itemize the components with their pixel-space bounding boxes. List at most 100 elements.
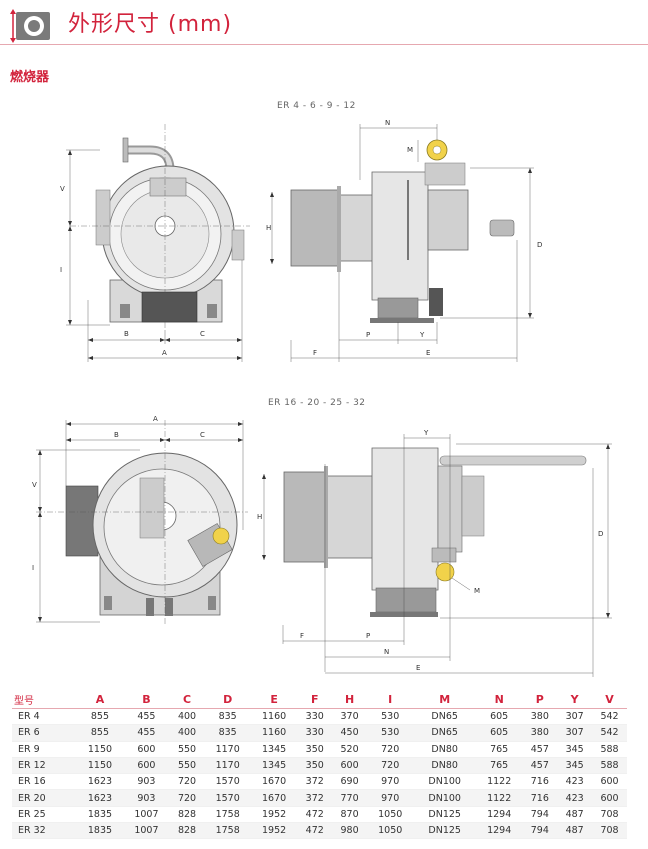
table-cell: 1122	[475, 789, 523, 807]
table-cell: 690	[332, 773, 367, 791]
table-cell: 542	[592, 724, 627, 742]
table-cell: 600	[592, 773, 627, 791]
table-cell: 903	[123, 789, 170, 807]
table-cell: 855	[76, 708, 124, 726]
dim-label-v-small: V	[60, 185, 65, 193]
table-cell: 307	[557, 724, 593, 742]
table-cell: 588	[592, 757, 627, 775]
table-cell: 472	[297, 806, 333, 824]
dim-label-h-large: H	[257, 513, 262, 521]
table-cell: 1835	[76, 806, 124, 824]
table-cell: 835	[204, 708, 251, 726]
table-cell: 980	[332, 822, 367, 840]
model-cell: ER 25	[12, 806, 77, 824]
dim-label-n-large: N	[384, 648, 389, 656]
table-cell: 1294	[475, 822, 523, 840]
dim-label-e-large: E	[416, 664, 420, 672]
model-cell: ER 32	[12, 822, 77, 840]
table-cell: 720	[169, 789, 205, 807]
table-cell: 455	[123, 724, 170, 742]
table-cell: 455	[123, 708, 170, 726]
table-header-cell: 型号	[12, 691, 77, 709]
table-cell: 720	[366, 757, 414, 775]
table-cell: 794	[522, 806, 558, 824]
table-cell: 1170	[204, 741, 251, 758]
burner-drawing-small: V I B C A H F P Y E N M D	[60, 119, 542, 362]
table-cell: 794	[522, 822, 558, 840]
table-cell: 716	[522, 773, 558, 791]
table-header-cell: H	[332, 691, 367, 709]
table-cell: 550	[169, 741, 205, 758]
table-cell: 400	[169, 724, 205, 742]
table-cell: 1758	[204, 822, 251, 840]
table-cell: 765	[475, 757, 523, 775]
table-header-cell: C	[169, 691, 205, 709]
table-cell: DN65	[413, 724, 476, 742]
table-cell: 708	[592, 822, 627, 840]
dim-label-h-small: H	[266, 224, 271, 232]
diagram-label-large-models: ER 16 - 20 - 25 - 32	[268, 398, 366, 408]
table-cell: 345	[557, 741, 593, 758]
side-view-large	[262, 434, 612, 677]
dim-label-c-large: C	[200, 431, 205, 439]
table-cell: 716	[522, 789, 558, 807]
table-cell: 372	[297, 789, 333, 807]
table-cell: 600	[123, 757, 170, 775]
table-cell: 600	[123, 741, 170, 758]
table-cell: 487	[557, 806, 593, 824]
table-cell: 1122	[475, 773, 523, 791]
table-header-cell: I	[366, 691, 414, 709]
model-cell: ER 16	[12, 773, 77, 791]
table-cell: 380	[522, 724, 558, 742]
dim-label-c-small: C	[200, 330, 205, 338]
dim-label-b-small: B	[124, 330, 129, 338]
table-header-row: 型号 A B C D E F H I M N P Y V	[12, 691, 627, 709]
dim-label-y-small: Y	[419, 331, 425, 339]
table-cell: 1670	[250, 773, 298, 791]
table-header-cell: V	[592, 691, 627, 709]
dim-label-e-small: E	[426, 349, 430, 357]
table-cell: 520	[332, 741, 367, 758]
table-cell: 530	[366, 708, 414, 726]
table-header-cell: N	[475, 691, 523, 709]
front-view-small	[66, 124, 250, 362]
dim-label-n-small: N	[385, 119, 390, 127]
table-cell: 1150	[76, 741, 124, 758]
table-cell: 400	[169, 708, 205, 726]
table-header-cell: B	[123, 691, 170, 709]
table-cell: 600	[332, 757, 367, 775]
table-cell: 1952	[250, 822, 298, 840]
table-cell: 1758	[204, 806, 251, 824]
table-cell: DN65	[413, 708, 476, 726]
table-cell: 1050	[366, 806, 414, 824]
table-cell: 1050	[366, 822, 414, 840]
dim-label-d-large: D	[598, 530, 603, 538]
table-header-cell: D	[204, 691, 251, 709]
table-cell: 487	[557, 822, 593, 840]
table-cell: DN100	[413, 773, 476, 791]
table-cell: 720	[366, 741, 414, 758]
table-cell: 350	[297, 757, 333, 775]
table-cell: 472	[297, 822, 333, 840]
page-title: 外形尺寸 (mm)	[68, 12, 233, 37]
table-cell: 835	[204, 724, 251, 742]
table-cell: 450	[332, 724, 367, 742]
table-cell: 1345	[250, 741, 298, 758]
dim-label-i-large: I	[32, 564, 34, 572]
table-cell: 330	[297, 708, 333, 726]
table-cell: 1623	[76, 789, 124, 807]
table-header-cell: P	[522, 691, 558, 709]
table-cell: DN125	[413, 822, 476, 840]
model-cell: ER 9	[12, 741, 77, 758]
model-cell: ER 4	[12, 708, 77, 726]
table-cell: 970	[366, 789, 414, 807]
table-cell: 765	[475, 741, 523, 758]
table-header-cell: Y	[557, 691, 593, 709]
dim-label-d-small: D	[537, 241, 542, 249]
table-cell: 708	[592, 806, 627, 824]
